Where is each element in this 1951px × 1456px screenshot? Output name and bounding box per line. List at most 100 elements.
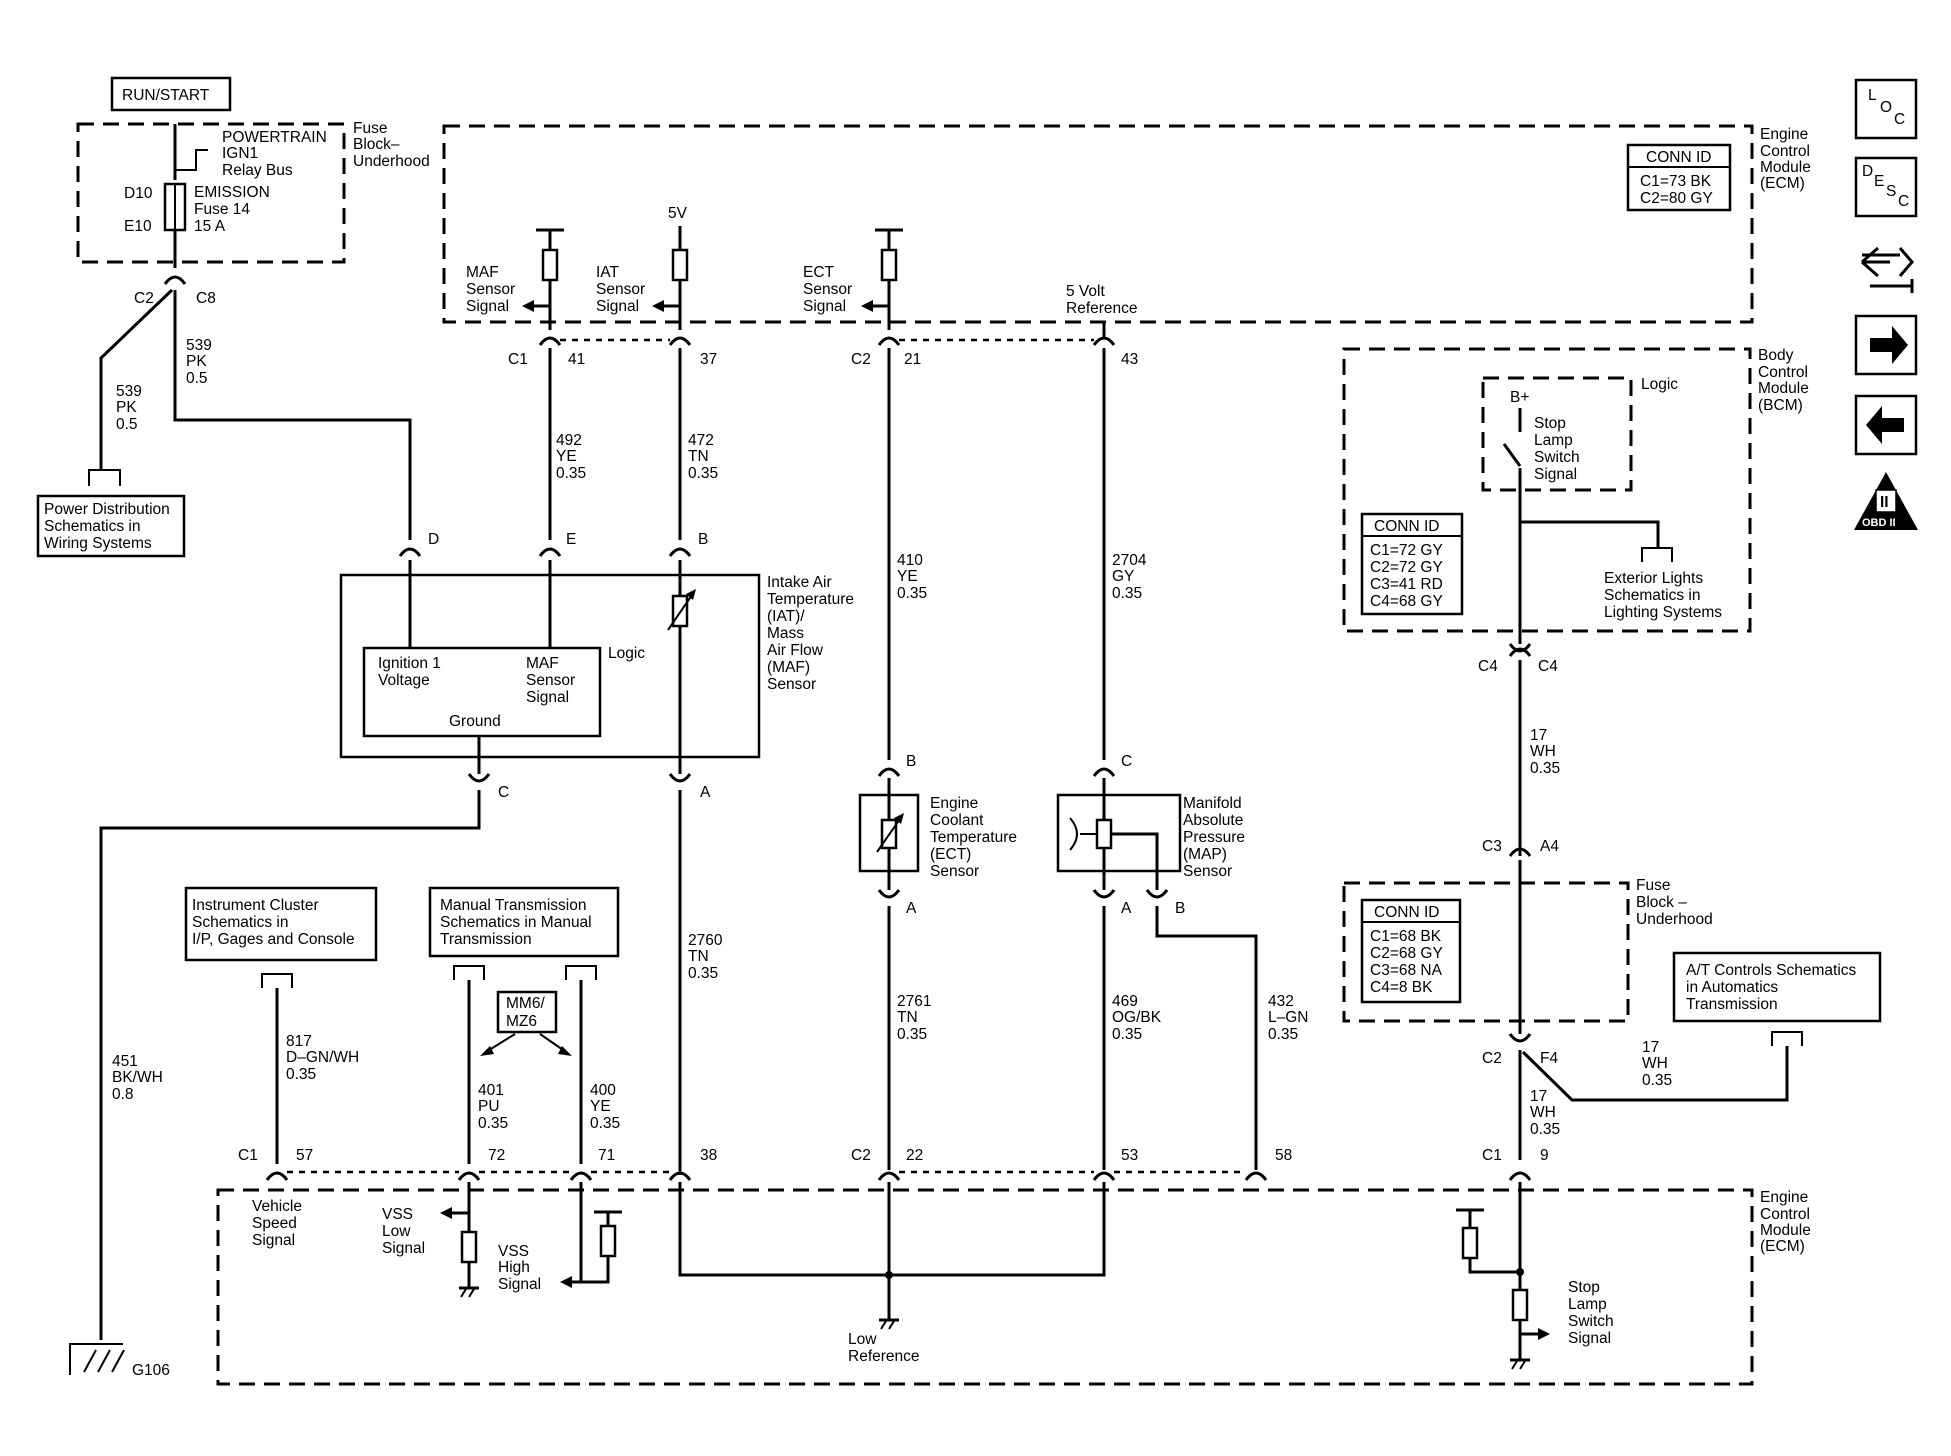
- wh17a-3: 0.35: [1530, 760, 1560, 777]
- desc-button[interactable]: D E S C: [1854, 156, 1918, 218]
- tn2761-2: TN: [897, 1009, 918, 1026]
- desc-d: D: [1862, 163, 1873, 180]
- at-controls-box[interactable]: [1672, 951, 1882, 1023]
- ecm-top-conn-1: C1=73 BK: [1640, 173, 1712, 190]
- tn472-2: TN: [688, 448, 709, 465]
- lgn432-2: L–GN: [1268, 1009, 1309, 1026]
- wire-539-right: [173, 290, 412, 540]
- vss-low-1: VSS: [382, 1206, 413, 1223]
- c1-right-label: C1: [1482, 1147, 1502, 1164]
- maf-name-3: (IAT)/: [767, 608, 805, 625]
- bcm-switch-3: Switch: [1534, 449, 1580, 466]
- stop-pullup-resistor: [1461, 1226, 1479, 1260]
- left-arrow-icon: [1866, 406, 1904, 444]
- bcm-conn-1: C1=72 GY: [1370, 542, 1443, 559]
- c2-bottom-label: C2: [851, 1147, 871, 1164]
- bcm-conn-4: C4=68 GY: [1370, 593, 1443, 610]
- vss-low-resistor: [460, 1230, 478, 1264]
- wh17c-2: WH: [1642, 1055, 1668, 1072]
- low-ref-bus: [678, 1182, 1106, 1277]
- ye400-3: 0.35: [590, 1115, 620, 1132]
- maf-logic-label: Logic: [608, 645, 645, 662]
- bcm-title-1: Body: [1758, 347, 1794, 364]
- prev-arrow-button[interactable]: [1854, 394, 1918, 456]
- c1-bottom-label: C1: [238, 1147, 258, 1164]
- stop-bot-2: Lamp: [1568, 1296, 1607, 1313]
- gy2704-1: 2704: [1112, 552, 1147, 569]
- bcm-title-4: (BCM): [1758, 397, 1803, 414]
- ye410-3: 0.35: [897, 585, 927, 602]
- ect-name-4: (ECT): [930, 846, 971, 863]
- manual-trans-box[interactable]: [428, 886, 620, 958]
- g106-label: G106: [132, 1362, 170, 1379]
- fuse-name-3: 15 A: [194, 218, 226, 235]
- stop-bot-3: Switch: [1568, 1313, 1614, 1330]
- loc-button[interactable]: L O C: [1854, 78, 1918, 140]
- g106-ground-icon: [69, 1343, 123, 1375]
- instrument-cluster-box[interactable]: [184, 886, 378, 962]
- vss-sig-2: Speed: [252, 1215, 297, 1232]
- fuse-side-3: Underhood: [353, 153, 430, 170]
- ect-pullup-resistor: [880, 248, 898, 282]
- fuse-bot-title-3: Underhood: [1636, 911, 1713, 928]
- ect-name-5: Sensor: [930, 863, 979, 880]
- ect-signal-3: Signal: [803, 298, 846, 315]
- lgn432-3: 0.35: [1268, 1026, 1298, 1043]
- wh17a-2: WH: [1530, 743, 1556, 760]
- loc-l: L: [1868, 87, 1877, 104]
- mt-2: Schematics in Manual: [440, 914, 592, 931]
- tn2761-1: 2761: [897, 993, 931, 1010]
- right-arrow-icon: [1870, 326, 1908, 364]
- wrench-arrows-icon[interactable]: [1861, 246, 1914, 293]
- fuse-bot-conn-3: C3=68 NA: [1370, 962, 1443, 979]
- ect-signal-2: Sensor: [803, 281, 852, 298]
- run-start-label: RUN/START: [122, 87, 210, 104]
- pin-72-label: 72: [488, 1147, 505, 1164]
- c4-right-label: C4: [1538, 658, 1558, 675]
- mm6-2: MZ6: [506, 1013, 537, 1030]
- maf-signal-2: Sensor: [466, 281, 515, 298]
- pk2-3: 0.5: [186, 370, 208, 387]
- low-ref-2: Reference: [848, 1348, 920, 1365]
- bcm-conn-id: [1360, 512, 1464, 616]
- power-distribution-box[interactable]: [36, 494, 186, 558]
- maf-inner-1: MAF: [526, 655, 559, 672]
- mm6-mz6-box: [496, 990, 558, 1034]
- tn2760-2: TN: [688, 948, 709, 965]
- fuse-side-1: Fuse: [353, 120, 387, 137]
- tn472-1: 472: [688, 432, 714, 449]
- next-arrow-button[interactable]: [1854, 314, 1918, 376]
- bcm-conn-3: C3=41 RD: [1370, 576, 1443, 593]
- bk451-1: 451: [112, 1053, 138, 1070]
- bcm-title-3: Module: [1758, 380, 1809, 397]
- vss-low-3: Signal: [382, 1240, 425, 1257]
- ref-label-1: 5 Volt: [1066, 283, 1105, 300]
- relay-bus-2: IGN1: [222, 145, 258, 162]
- maf-signal-3: Signal: [466, 298, 509, 315]
- wh17a-1: 17: [1530, 727, 1547, 744]
- obd-ii-icon[interactable]: II OBD II: [1854, 472, 1918, 530]
- map-name-4: (MAP): [1183, 846, 1227, 863]
- ect-name-1: Engine: [930, 795, 978, 812]
- stop-pulldown-resistor: [1511, 1288, 1529, 1322]
- ecm-bot-title-1: Engine: [1760, 1189, 1808, 1206]
- ic-2: Schematics in: [192, 914, 288, 931]
- wh17b-3: 0.35: [1530, 1121, 1560, 1138]
- run-start-box: [110, 76, 232, 112]
- bcm-logic-box: [1481, 376, 1633, 492]
- c8-label: C8: [196, 290, 216, 307]
- maf-inner-2: Sensor: [526, 672, 575, 689]
- bcm-conn-title: CONN ID: [1374, 518, 1439, 535]
- map-name-1: Manifold: [1183, 795, 1242, 812]
- ecm-top-title-4: (ECM): [1760, 175, 1805, 192]
- a4-label: A4: [1540, 838, 1559, 855]
- pin-9-label: 9: [1540, 1147, 1549, 1164]
- dgn817-3: 0.35: [286, 1066, 316, 1083]
- ye410-2: YE: [897, 568, 918, 585]
- lgn432-1: 432: [1268, 993, 1294, 1010]
- ect-signal-1: ECT: [803, 264, 835, 281]
- five-v-label: 5V: [668, 205, 688, 222]
- ecm-top-title-1: Engine: [1760, 126, 1808, 143]
- ye410-1: 410: [897, 552, 923, 569]
